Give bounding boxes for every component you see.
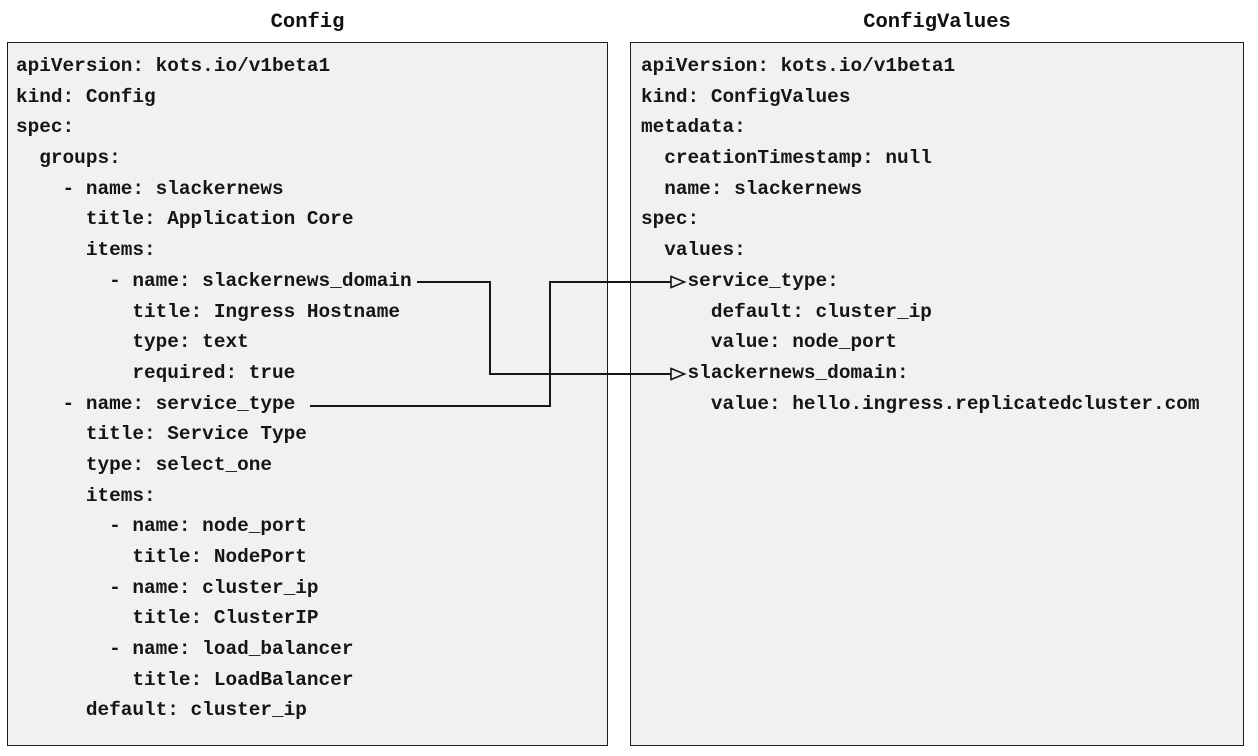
yaml-line: - name: load_balancer bbox=[16, 638, 354, 661]
yaml-line: values: bbox=[641, 239, 746, 262]
yaml-line: title: NodePort bbox=[16, 546, 307, 568]
yaml-line: default: cluster_ip bbox=[16, 699, 307, 722]
yaml-line: creationTimestamp: null bbox=[641, 147, 932, 170]
yaml-line: title: ClusterIP bbox=[16, 607, 319, 630]
yaml-line: apiVersion: kots.io/v1beta1 bbox=[16, 55, 331, 77]
yaml-line: - name: node_port bbox=[16, 515, 307, 538]
yaml-line: items: bbox=[16, 484, 156, 507]
yaml-line: - name: service_type bbox=[16, 392, 296, 415]
config-panel-title: Config bbox=[270, 11, 345, 34]
configvalues-panel: ConfigValues apiVersion: kots.io/v1beta1… bbox=[630, 0, 1244, 756]
yaml-line: name: slackernews bbox=[641, 177, 863, 200]
config-panel: Config apiVersion: kots.io/v1beta1 kind: … bbox=[7, 0, 608, 756]
yaml-line: spec: bbox=[641, 208, 700, 231]
configvalues-yaml-box: apiVersion: kots.io/v1beta1 kind: ConfigV… bbox=[630, 42, 1244, 746]
yaml-line: service_type: bbox=[641, 269, 839, 292]
yaml-line: kind: Config bbox=[16, 85, 156, 108]
yaml-line: - name: cluster_ip bbox=[16, 576, 319, 599]
yaml-line: - name: slackernews bbox=[16, 177, 284, 200]
yaml-line: value: hello.ingress.replicatedcluster.c… bbox=[641, 392, 1200, 415]
yaml-line: title: Ingress Hostname bbox=[16, 300, 400, 323]
yaml-line: type: text bbox=[16, 331, 249, 354]
yaml-line: default: cluster_ip bbox=[641, 300, 932, 323]
yaml-line: required: true bbox=[16, 361, 296, 384]
yaml-line: metadata: bbox=[641, 116, 746, 139]
yaml-line: title: LoadBalancer bbox=[16, 668, 354, 691]
yaml-line: title: Service Type bbox=[16, 423, 307, 446]
yaml-line: value: node_port bbox=[641, 331, 897, 354]
yaml-line: slackernews_domain: bbox=[641, 361, 909, 384]
yaml-line: kind: ConfigValues bbox=[641, 85, 851, 108]
configvalues-panel-title: ConfigValues bbox=[863, 11, 1011, 34]
yaml-line: groups: bbox=[16, 147, 121, 170]
yaml-line: - name: slackernews_domain bbox=[16, 269, 412, 292]
yaml-line: spec: bbox=[16, 116, 75, 139]
yaml-line: type: select_one bbox=[16, 453, 272, 476]
yaml-line: apiVersion: kots.io/v1beta1 bbox=[641, 55, 956, 77]
yaml-line: items: bbox=[16, 239, 156, 262]
config-yaml-box: apiVersion: kots.io/v1beta1 kind: Config s… bbox=[7, 42, 608, 746]
yaml-line: title: Application Core bbox=[16, 208, 354, 231]
